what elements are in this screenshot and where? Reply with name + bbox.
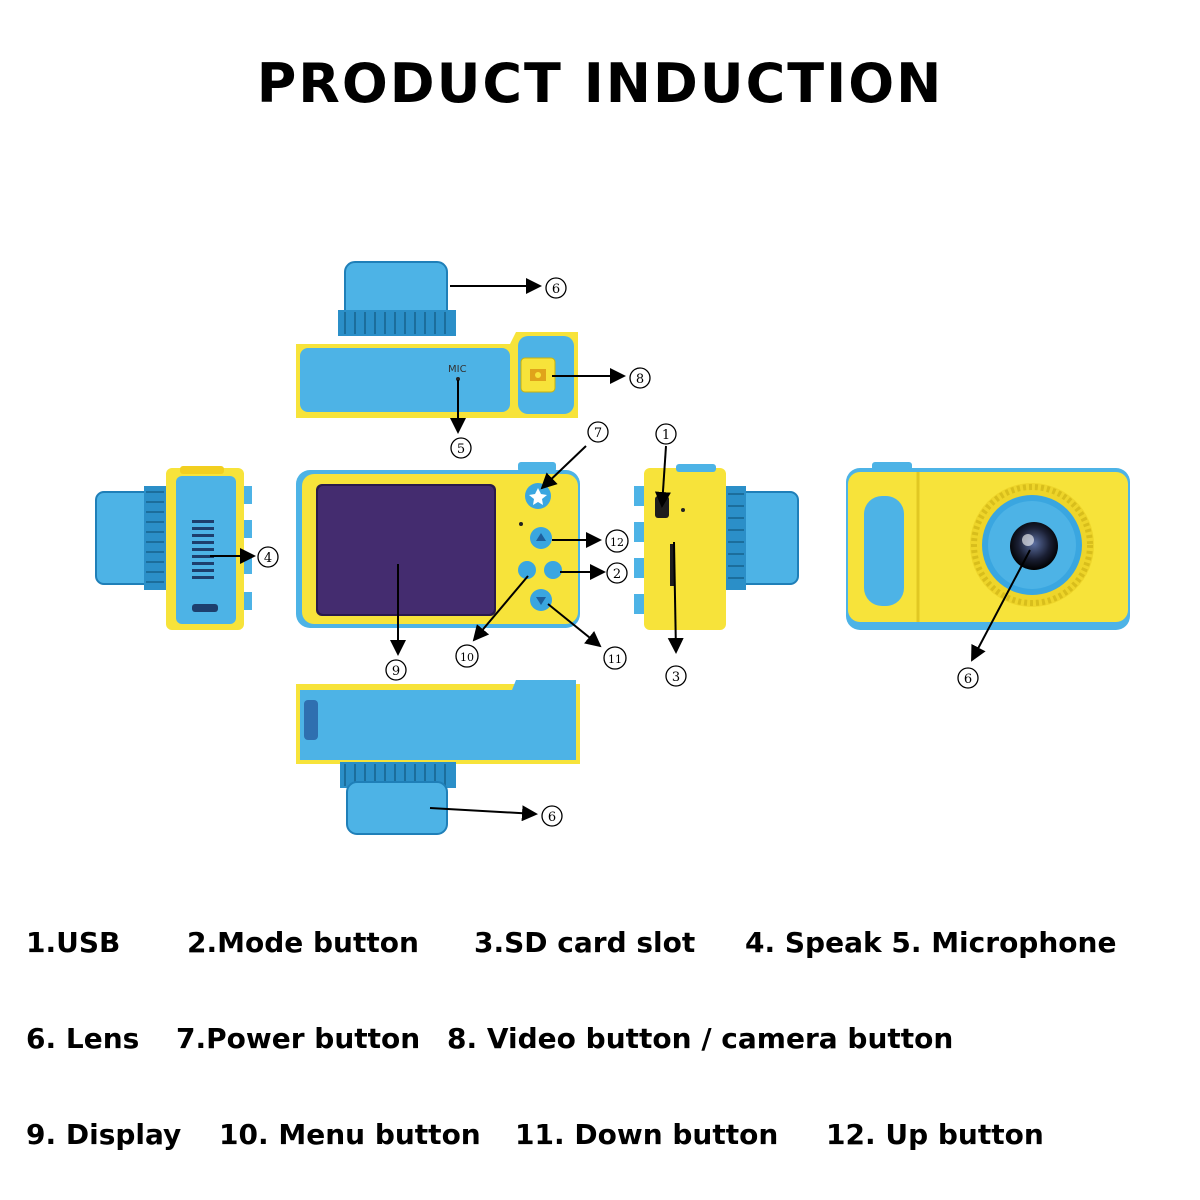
legend-up-button: 12. Up button bbox=[826, 1118, 1044, 1151]
callout-2-label: 2 bbox=[613, 567, 621, 582]
callout-11 bbox=[603, 646, 627, 670]
legend-mode-button: 2.Mode button bbox=[187, 926, 419, 959]
legend-speak-microphone: 4. Speak 5. Microphone bbox=[745, 926, 1117, 959]
camera-bottom-view bbox=[296, 680, 580, 835]
callout-10-label: 10 bbox=[460, 651, 474, 664]
mic-label: MIC bbox=[448, 364, 467, 375]
callout-3 bbox=[665, 665, 687, 687]
mode-button bbox=[544, 561, 562, 579]
callout-7 bbox=[587, 421, 609, 443]
callout-3-label: 3 bbox=[672, 670, 680, 685]
page-title: PRODUCT INDUCTION bbox=[256, 52, 944, 115]
callout-7-label: 7 bbox=[594, 426, 602, 441]
callout-11-label: 11 bbox=[608, 653, 622, 666]
callout-8 bbox=[629, 367, 651, 389]
callout-5-label: 5 bbox=[457, 442, 465, 457]
sd-card-slot bbox=[670, 544, 674, 586]
callout-12-label: 12 bbox=[610, 536, 624, 549]
legend-lens: 6. Lens bbox=[26, 1022, 140, 1055]
legend-usb: 1.USB bbox=[26, 926, 121, 959]
legend-menu-button: 10. Menu button bbox=[219, 1118, 481, 1151]
legend-video-camera-button: 8. Video button / camera button bbox=[447, 1022, 954, 1055]
product-diagram: MIC bbox=[95, 261, 1130, 835]
menu-button bbox=[518, 561, 536, 579]
callout-6-back bbox=[957, 667, 979, 689]
camera-back-view bbox=[846, 462, 1130, 630]
callout-9-label: 9 bbox=[392, 664, 400, 679]
legend-power-button: 7.Power button bbox=[176, 1022, 421, 1055]
callout-4 bbox=[257, 546, 279, 568]
callout-6-top-label: 6 bbox=[552, 282, 560, 297]
callout-6-back-label: 6 bbox=[964, 672, 972, 687]
callout-4-label: 4 bbox=[264, 551, 272, 566]
callout-6-top bbox=[545, 277, 567, 299]
legend-down-button: 11. Down button bbox=[515, 1118, 779, 1151]
camera-left-side-view bbox=[95, 466, 252, 630]
callout-5 bbox=[450, 437, 472, 459]
camera-front-view bbox=[296, 462, 580, 628]
callout-1 bbox=[655, 423, 677, 445]
callout-1-label: 1 bbox=[662, 428, 670, 443]
callout-6-bottom bbox=[541, 805, 563, 827]
callout-8-label: 8 bbox=[636, 372, 644, 387]
callout-6-bottom-label: 6 bbox=[548, 810, 556, 825]
camera-right-side-view bbox=[634, 464, 799, 630]
legend-display: 9. Display bbox=[26, 1118, 182, 1151]
callout-2 bbox=[606, 562, 628, 584]
legend-sd-card-slot: 3.SD card slot bbox=[474, 926, 696, 959]
callout-12 bbox=[605, 529, 629, 553]
callout-9 bbox=[385, 659, 407, 681]
callout-10 bbox=[455, 644, 479, 668]
leader-lines bbox=[210, 278, 1031, 822]
